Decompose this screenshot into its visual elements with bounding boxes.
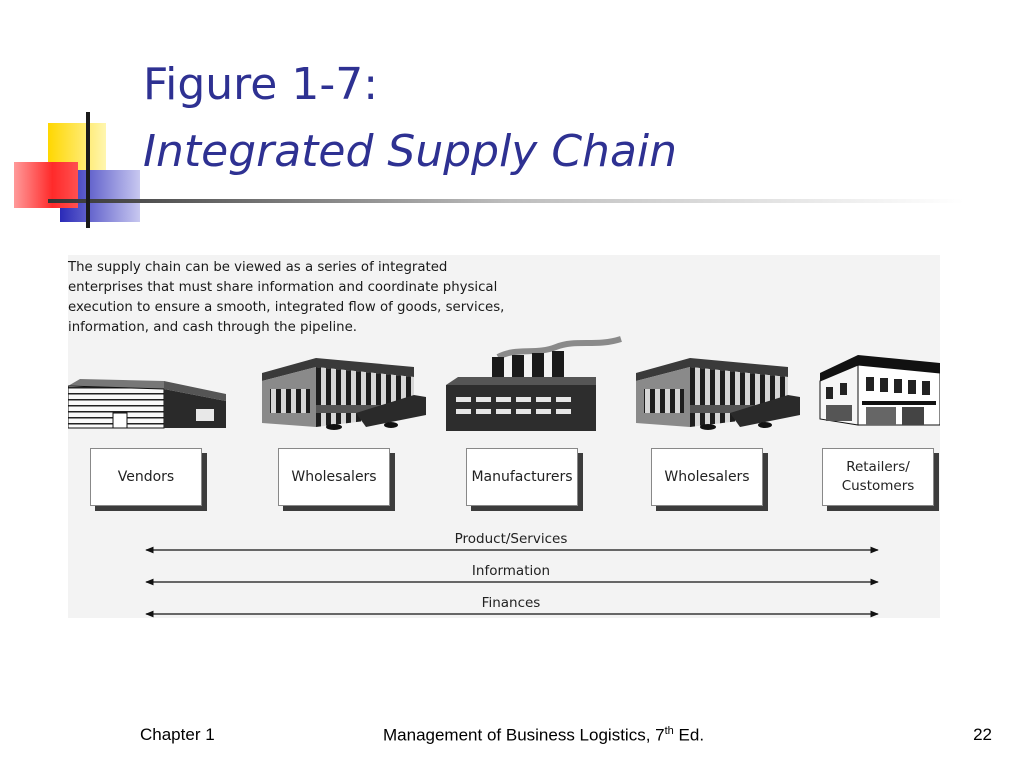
slide-title-line2: Integrated Supply Chain: [143, 126, 678, 177]
footer-book-suffix: Ed.: [673, 725, 705, 745]
flow-label-finances: Finances: [411, 595, 611, 611]
footer-book-prefix: Management of Business Logistics, 7: [383, 725, 665, 745]
intro-line: information, and cash through the pipeli…: [68, 320, 357, 335]
footer-page-number: 22: [973, 725, 992, 744]
footer-chapter: Chapter 1: [140, 725, 215, 744]
stage-label-line: Customers: [841, 478, 915, 494]
vertical-rule: [86, 112, 90, 228]
stage-label: Manufacturers: [471, 469, 573, 485]
supply-chain-figure: The supply chain can be viewed as a seri…: [68, 255, 940, 618]
factory-icon: [446, 336, 622, 431]
footer-book-sup: th: [664, 725, 674, 737]
slide-title-line1: Figure 1-7:: [143, 59, 379, 110]
intro-line: execution to ensure a smooth, integrated…: [68, 300, 505, 315]
warehouse-icon: [262, 358, 426, 430]
stage-label: Vendors: [117, 469, 175, 485]
title-decoration: [14, 112, 964, 228]
storefront-icon: [819, 355, 940, 426]
stage-label: Retailers/ Customers: [842, 458, 915, 496]
stage-label: Wholesalers: [291, 469, 377, 485]
footer-book-title: Management of Business Logistics, 7th Ed…: [383, 725, 704, 746]
stage-box-wholesalers-2: Wholesalers: [651, 448, 763, 506]
stage-box-manufacturers: Manufacturers: [466, 448, 578, 506]
intro-line: enterprises that must share information …: [68, 280, 498, 295]
flow-label-product-services: Product/Services: [411, 531, 611, 547]
stage-box-vendors: Vendors: [90, 448, 202, 506]
vendor-building-icon: [68, 379, 226, 429]
stage-box-wholesalers: Wholesalers: [278, 448, 390, 506]
stage-box-retailers-customers: Retailers/ Customers: [822, 448, 934, 506]
intro-line: The supply chain can be viewed as a seri…: [68, 260, 448, 275]
horizontal-rule: [48, 199, 964, 203]
stage-label-line: Retailers/: [846, 459, 910, 475]
figure-intro-text: The supply chain can be viewed as a seri…: [68, 258, 538, 338]
figure-graphics: [68, 336, 940, 618]
warehouse-icon: [636, 358, 800, 430]
flow-arrows: [145, 546, 879, 618]
flow-label-information: Information: [411, 563, 611, 579]
stage-label: Wholesalers: [664, 469, 750, 485]
